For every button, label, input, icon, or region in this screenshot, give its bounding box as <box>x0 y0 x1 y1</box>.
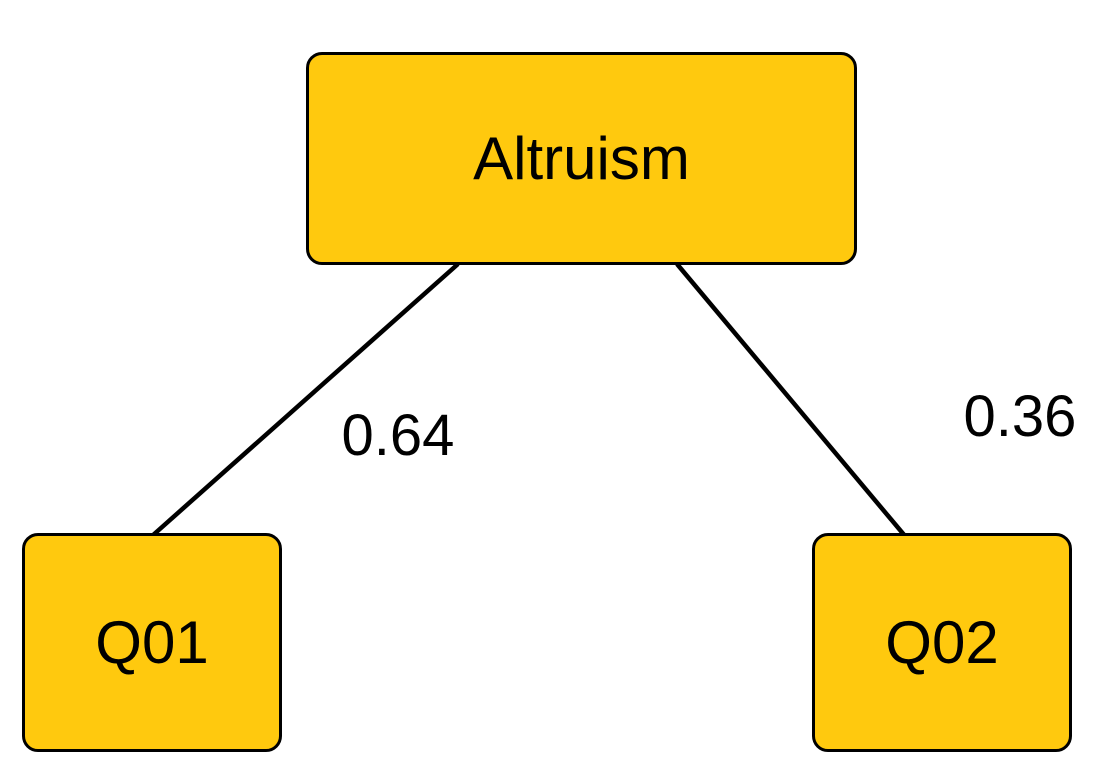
node-altruism-label: Altruism <box>473 124 690 192</box>
node-q02: Q02 <box>812 533 1072 752</box>
node-q01: Q01 <box>22 533 282 752</box>
node-q01-label: Q01 <box>95 608 209 676</box>
node-q02-label: Q02 <box>885 608 999 676</box>
edge-altruism-q01 <box>150 262 460 538</box>
edge-label-altruism-q01: 0.64 <box>341 403 455 468</box>
edge-altruism-q02 <box>675 262 907 538</box>
edge-label-altruism-q02: 0.36 <box>963 384 1077 449</box>
node-altruism: Altruism <box>306 52 857 265</box>
